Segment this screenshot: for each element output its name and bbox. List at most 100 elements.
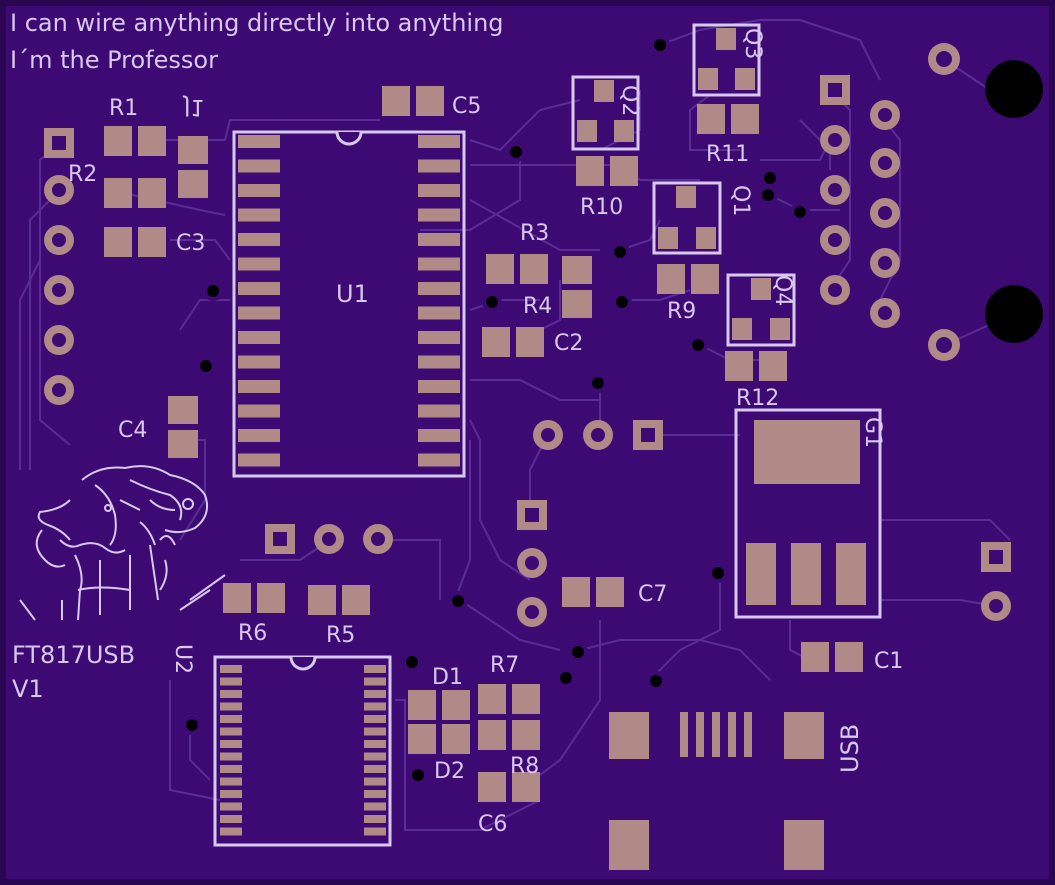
label-r6: R6 (238, 621, 267, 646)
u1-pin-left-4 (238, 208, 280, 222)
label-g1: G1 (860, 417, 885, 448)
via-hole-8 (616, 296, 628, 308)
q4-pad-right (770, 318, 790, 340)
u2-pin-left-12 (220, 802, 242, 811)
u1-pin-right-9 (418, 331, 460, 344)
via-hole-17 (650, 675, 662, 687)
g1-tab-pad (754, 420, 860, 484)
label-q4: Q4 (770, 275, 795, 306)
u2-pin-right-6 (364, 727, 386, 736)
through-hole-pads (44, 43, 1043, 627)
d2-pad-b (442, 724, 470, 754)
r9-pad-b (691, 264, 719, 294)
label-r12: R12 (736, 386, 779, 411)
regulator-g1 (734, 408, 882, 619)
usb-shield-pad-tr (784, 712, 824, 759)
via-hole-18 (186, 719, 198, 731)
q1-pad-left (658, 227, 678, 249)
u2-label: U2 (170, 644, 195, 674)
q3-pad-top (716, 28, 736, 50)
u2-pin-left-6 (220, 727, 242, 736)
silkscreen-labels: R1 R2 C3 J1 C5 C4 R3 R4 C2 R10 R11 R9 R1… (12, 28, 903, 837)
u1-pin-left-11 (238, 380, 280, 393)
r1-pad-a (104, 126, 132, 156)
u2-pin-left-7 (220, 740, 242, 748)
label-c5: C5 (452, 94, 481, 119)
u1-pin-left-14 (238, 453, 280, 467)
u1-pin-left-1 (238, 135, 280, 148)
label-r10: R10 (580, 195, 623, 220)
label-r2: R2 (68, 162, 97, 187)
q2-pad-right (614, 120, 634, 142)
u2-pin-left-4 (220, 702, 242, 711)
via-hole-7 (614, 246, 626, 258)
u1-pin-right-13 (418, 429, 460, 442)
u2-pin-right-13 (364, 815, 386, 823)
j1-pad-b (178, 170, 208, 198)
u1-pin-left-2 (238, 159, 280, 173)
u1-pin-right-11 (418, 380, 460, 393)
c1-pad-a (801, 642, 829, 672)
q4-pad-top (751, 278, 771, 300)
c7-pad-b (596, 577, 624, 607)
title-line-2: I´m the Professor (10, 46, 218, 74)
via-hole-11 (200, 360, 212, 372)
g1-pin-2 (791, 543, 821, 605)
g1-pin-1 (746, 543, 776, 605)
u2-pin-left-2 (220, 677, 242, 686)
usb-shield-pad-bl (609, 820, 649, 870)
u1-pin-left-5 (238, 233, 280, 246)
usb-pin-2 (696, 712, 704, 757)
u2-pin-left-10 (220, 777, 242, 786)
label-r9: R9 (667, 299, 696, 324)
label-r4: R4 (523, 294, 552, 319)
r5-pad-b (342, 585, 370, 615)
u2-pin-right-1 (364, 665, 386, 673)
q3-outline (692, 23, 761, 97)
u2-pin-left-8 (220, 752, 242, 761)
u1-pin-left-3 (238, 184, 280, 197)
via-hole-6 (486, 296, 498, 308)
u2-pin-left-9 (220, 765, 242, 773)
u2-pin-right-5 (364, 715, 386, 723)
c6-pad-a (478, 772, 506, 802)
via-hole-10 (592, 377, 604, 389)
label-c1: C1 (874, 649, 903, 674)
u1-label: U1 (336, 280, 369, 308)
g1-outline (734, 408, 882, 619)
j1-pad-a (178, 136, 208, 164)
label-c3: C3 (176, 231, 205, 256)
u1-pin-left-12 (238, 404, 280, 418)
u2-footprint: U2 (170, 644, 392, 847)
r4-pad-a (562, 256, 592, 284)
u2-pin-right-14 (364, 827, 386, 836)
r8-pad-a (478, 720, 506, 750)
via-hole-4 (794, 206, 806, 218)
c3-pad-b (138, 227, 166, 257)
q2-pad-top (594, 80, 614, 102)
title-line-1: I can wire anything directly into anythi… (10, 9, 504, 37)
u1-footprint: U1 (232, 130, 466, 478)
d2-pad-a (408, 724, 436, 754)
label-c4: C4 (118, 418, 147, 443)
via-hole-15 (406, 656, 418, 668)
q4-pad-left (732, 318, 752, 340)
c2-pad-a (482, 327, 510, 357)
transistors (571, 23, 796, 347)
u1-pin-right-14 (418, 453, 460, 467)
c5-pad-a (382, 86, 410, 116)
c4-pad-b (168, 430, 198, 458)
c4-pad-a (168, 396, 198, 424)
label-version: V1 (12, 675, 44, 703)
label-r5: R5 (326, 623, 355, 648)
r11-pad-b (731, 104, 759, 134)
u2-pin-right-10 (364, 777, 386, 786)
label-r11: R11 (706, 142, 749, 167)
u2-pin-right-11 (364, 790, 386, 798)
label-q3: Q3 (740, 28, 765, 59)
q1-pad-right (696, 227, 716, 249)
u2-pin-right-12 (364, 802, 386, 811)
r6-pad-a (223, 583, 251, 613)
label-r8: R8 (510, 754, 539, 779)
